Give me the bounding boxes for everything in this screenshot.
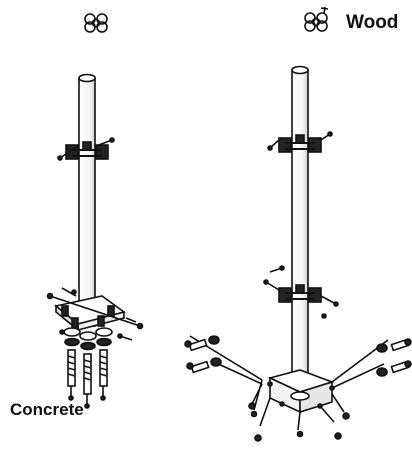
right-base-plate [267,369,335,414]
left-pole [78,73,96,327]
left-anchor-bolts [67,349,108,409]
concrete-label: Concrete [10,400,84,419]
wood-label: Wood [346,12,399,33]
concrete-mount-assembly [46,73,144,409]
left-washers [63,327,113,351]
right-lag-bolts-left [184,335,222,374]
right-pole [291,65,309,403]
left-plate-fasteners [46,287,144,330]
left-loose-screws [59,329,133,341]
right-lag-bolts-right [376,338,412,377]
wood-symbol-icon [304,6,329,32]
right-lower-clamp [263,265,339,319]
wood-symbol-icon [84,13,108,33]
wood-mount-assembly [184,65,412,442]
right-end-screws [248,402,350,442]
left-upper-clamp [57,137,115,161]
right-upper-clamp [267,131,333,153]
